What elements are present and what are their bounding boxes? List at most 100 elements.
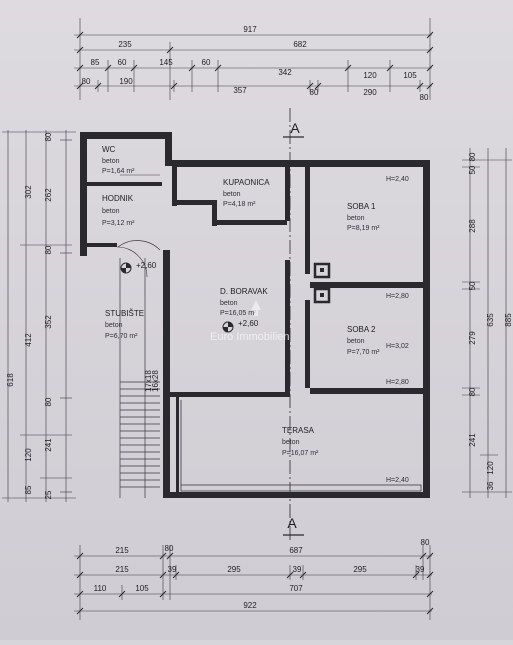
- room-stubiste-name: STUBIŠTE: [105, 309, 144, 318]
- stair-label-2: 16x28: [151, 370, 160, 392]
- dim-bottom-r2: 39: [416, 565, 425, 574]
- room-soba1-area: P=8,19 m²: [347, 225, 380, 232]
- dim-right-mid: 36: [486, 481, 495, 490]
- dim-right-inner: 50: [468, 281, 477, 290]
- dim-left-mid: 120: [24, 448, 33, 462]
- room-kupaonica-name: KUPAONICA: [223, 178, 270, 187]
- section-marker-bottom: A: [287, 515, 297, 531]
- left-dimension-lines: [2, 130, 76, 502]
- room-wc-name: WC: [102, 145, 116, 154]
- dim-top-r4: 80: [82, 77, 91, 86]
- shafts: [313, 262, 331, 304]
- room-wc-area: P=1,64 m²: [102, 168, 135, 175]
- bottom-dimension-lines: [74, 545, 432, 620]
- dim-top-r4: 290: [363, 88, 377, 97]
- room-soba1-material: beton: [347, 215, 365, 222]
- dim-bottom-r3: 707: [289, 584, 303, 593]
- room-terasa-material: beton: [282, 439, 300, 446]
- dim-left-inner: 25: [44, 490, 53, 499]
- room-kupaonica-area: P=4,18 m²: [223, 201, 256, 208]
- stair-label-1: 17x18: [144, 370, 153, 392]
- room-hodnik-name: HODNIK: [102, 194, 134, 203]
- room-terasa-area: P=16,07 m²: [282, 450, 319, 457]
- room-hodnik-material: beton: [102, 208, 120, 215]
- dim-right-inner: 279: [468, 331, 477, 345]
- dim-bottom-r2: 215: [115, 565, 129, 574]
- dim-right-inner: 50: [468, 165, 477, 174]
- dim-bottom-r1: 687: [289, 546, 303, 555]
- room-boravak-name: D. BORAVAK: [220, 287, 268, 296]
- dim-bottom-total: 922: [243, 601, 257, 610]
- room-terasa-name: TERASA: [282, 426, 315, 435]
- dim-bottom-r3: 110: [94, 584, 107, 593]
- height-soba2: H=3,02: [386, 343, 409, 350]
- height-soba2-bottom: H=2,80: [386, 379, 409, 386]
- left-dim-texts: 618 302 412 120 85 80 262 80 352 80 241 …: [6, 132, 53, 499]
- terrace-railing: [180, 400, 422, 492]
- room-hodnik-area: P=3,12 m²: [102, 220, 135, 227]
- dim-top-r4: 357: [233, 86, 247, 95]
- dim-top-r3: 105: [403, 71, 417, 80]
- dim-top-r3: 60: [118, 58, 127, 67]
- dim-left-inner: 80: [44, 245, 53, 254]
- dim-right-mid: 635: [486, 313, 495, 327]
- level-stair: +2,60: [136, 261, 157, 270]
- room-stubiste-area: P=6,70 m²: [105, 333, 138, 340]
- dim-left-inner: 262: [44, 188, 53, 202]
- dim-bottom-r3: 105: [135, 584, 149, 593]
- right-dimension-lines: [462, 148, 512, 498]
- dim-top-r3: 60: [202, 58, 211, 67]
- dim-left-outer: 618: [6, 373, 15, 387]
- top-dim-ticks: [76, 31, 434, 90]
- room-soba2-material: beton: [347, 338, 365, 345]
- dim-right-outer: 885: [504, 313, 513, 327]
- dim-top-r3: 120: [363, 71, 377, 80]
- dim-top-r4: 80: [420, 93, 429, 102]
- dim-right-inner: 80: [468, 387, 477, 396]
- dim-left-inner: 80: [44, 397, 53, 406]
- dim-left-mid: 412: [24, 333, 33, 347]
- dim-top-r4: 190: [119, 77, 133, 86]
- dim-left-inner: 352: [44, 315, 53, 329]
- room-soba1-name: SOBA 1: [347, 202, 376, 211]
- dim-top-r3: 145: [159, 58, 173, 67]
- walls: [80, 132, 430, 498]
- right-dim-texts: 885 635 120 36 80 50 288 50 279 80 241: [468, 152, 513, 490]
- dim-top-r3: 85: [91, 58, 100, 67]
- section-marker-top: A: [290, 120, 300, 136]
- dim-left-mid: 302: [24, 185, 33, 199]
- dim-bottom-r1: 80: [421, 538, 430, 547]
- dim-top-r3: 342: [278, 68, 292, 77]
- watermark-text: Euro Immobilien: [210, 331, 289, 343]
- dim-right-inner: 241: [468, 433, 477, 447]
- room-kupaonica-material: beton: [223, 191, 241, 198]
- dim-bottom-r2: 295: [353, 565, 367, 574]
- room-soba2-area: P=7,70 m²: [347, 349, 380, 356]
- dim-top-total: 917: [243, 25, 257, 34]
- dim-left-inner: 241: [44, 438, 53, 452]
- room-labels: WC beton P=1,64 m² HODNIK beton P=3,12 m…: [102, 145, 380, 457]
- height-soba1-bottom: H=2,80: [386, 293, 409, 300]
- door-swings: [116, 174, 160, 278]
- bottom-dim-ticks: [76, 552, 434, 615]
- room-stubiste-material: beton: [105, 322, 123, 329]
- room-boravak-area: P=16,05 m²: [220, 310, 257, 317]
- dim-top-r4: 80: [310, 88, 319, 97]
- dim-right-mid: 120: [486, 461, 495, 475]
- height-soba1: H=2,40: [386, 176, 409, 183]
- dim-bottom-r2: 39: [168, 565, 177, 574]
- ceiling-heights: H=2,40 H=2,80 H=3,02 H=2,80 H=2,40: [386, 176, 409, 484]
- room-soba2-name: SOBA 2: [347, 325, 376, 334]
- room-boravak-material: beton: [220, 300, 238, 307]
- watermark: Euro Immobilien: [210, 300, 289, 343]
- level-living: +2,60: [238, 319, 259, 328]
- dim-bottom-r2: 295: [227, 565, 241, 574]
- dim-bottom-r1: 215: [115, 546, 129, 555]
- bottom-dim-texts: 215 80 687 80 215 39 295 39 295 39 110 1…: [94, 538, 430, 610]
- height-terasa: H=2,40: [386, 477, 409, 484]
- dim-top-r2: 682: [293, 40, 307, 49]
- room-wc-material: beton: [102, 158, 120, 165]
- staircase: [117, 240, 161, 498]
